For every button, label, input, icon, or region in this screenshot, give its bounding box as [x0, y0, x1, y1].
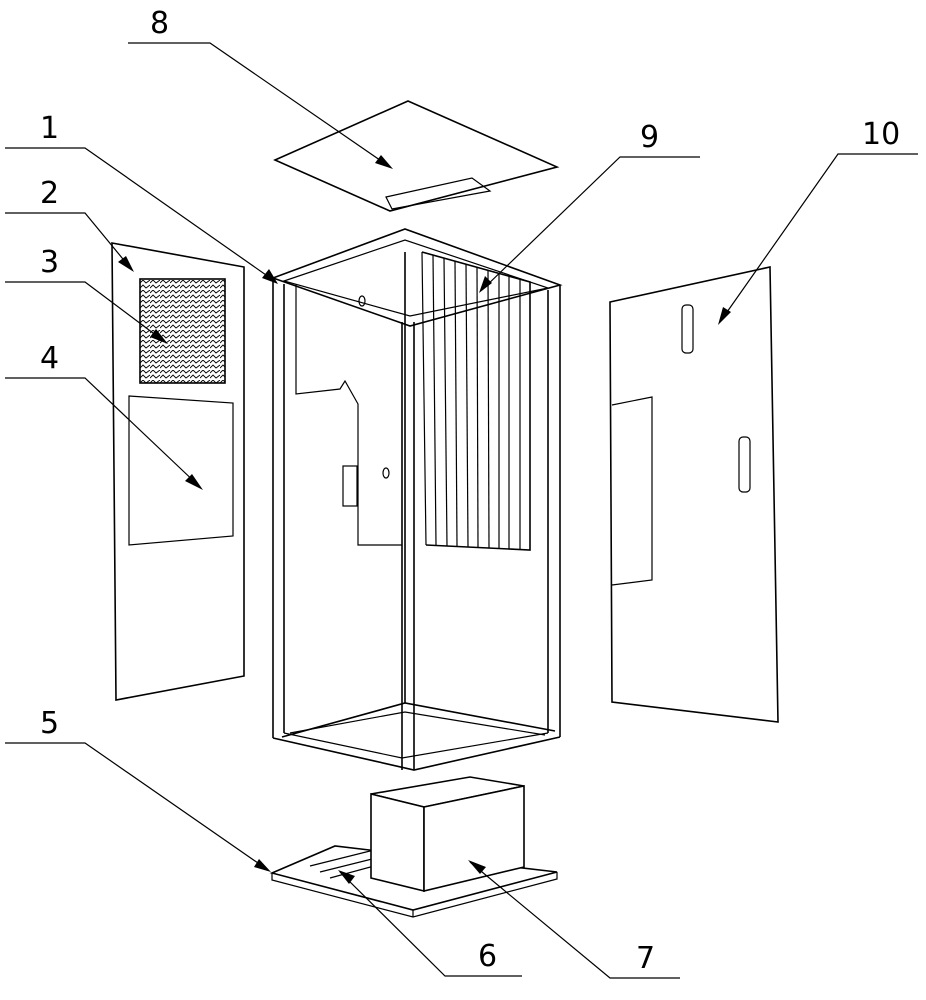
leader-lines [5, 42, 918, 979]
arrow-6 [338, 870, 355, 884]
side-recess [611, 396, 653, 586]
arrow-1 [262, 269, 278, 284]
handle-slot-lower [738, 436, 751, 493]
arrowheads [118, 155, 731, 884]
side-window [128, 395, 234, 546]
callout-2: 2 [40, 176, 59, 211]
heat-sink-fins [421, 251, 531, 551]
ventilation-mesh [139, 278, 226, 384]
left-side-panel [111, 242, 245, 701]
arrow-8 [375, 155, 393, 169]
callout-3: 3 [40, 245, 59, 280]
arrow-3 [150, 329, 168, 344]
callout-9: 9 [640, 120, 659, 155]
callout-1: 1 [40, 111, 59, 146]
callout-10: 10 [862, 117, 900, 152]
arrow-5 [254, 859, 271, 872]
right-side-panel [609, 266, 779, 723]
callout-8: 8 [150, 6, 169, 41]
equipment-box [370, 776, 525, 893]
callout-4: 4 [40, 341, 59, 376]
top-cover-panel [273, 100, 560, 212]
callout-5: 5 [40, 706, 59, 741]
arrow-4 [185, 474, 203, 490]
arrow-7 [468, 860, 486, 874]
arrow-9 [479, 276, 492, 293]
callout-6: 6 [478, 939, 497, 974]
arrow-10 [718, 307, 731, 325]
callout-7: 7 [636, 941, 655, 976]
arrow-2 [118, 256, 134, 272]
cabinet-frame [270, 228, 563, 771]
handle-slot-upper [681, 304, 694, 354]
